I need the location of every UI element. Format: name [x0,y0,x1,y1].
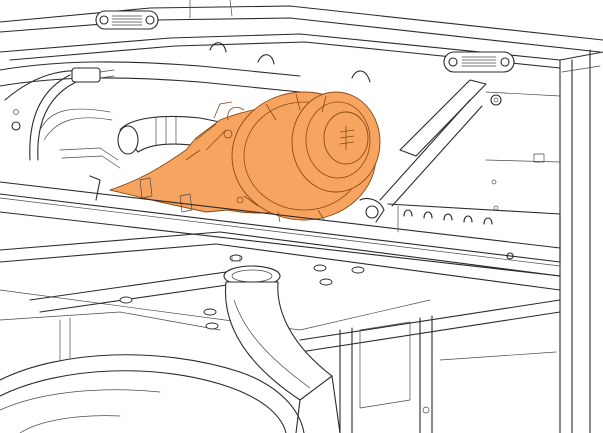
air-filter-housing-highlight [109,91,381,223]
slotted-bracket-left [95,10,159,30]
slotted-bracket-right [443,51,515,73]
diagonal-braces [379,79,561,211]
fan-shroud [0,354,305,433]
deck-bolts [119,254,365,330]
upper-clips [209,42,502,106]
lower-platform [0,231,561,433]
intake-tube [223,265,341,433]
cross-member-beam [0,181,561,277]
